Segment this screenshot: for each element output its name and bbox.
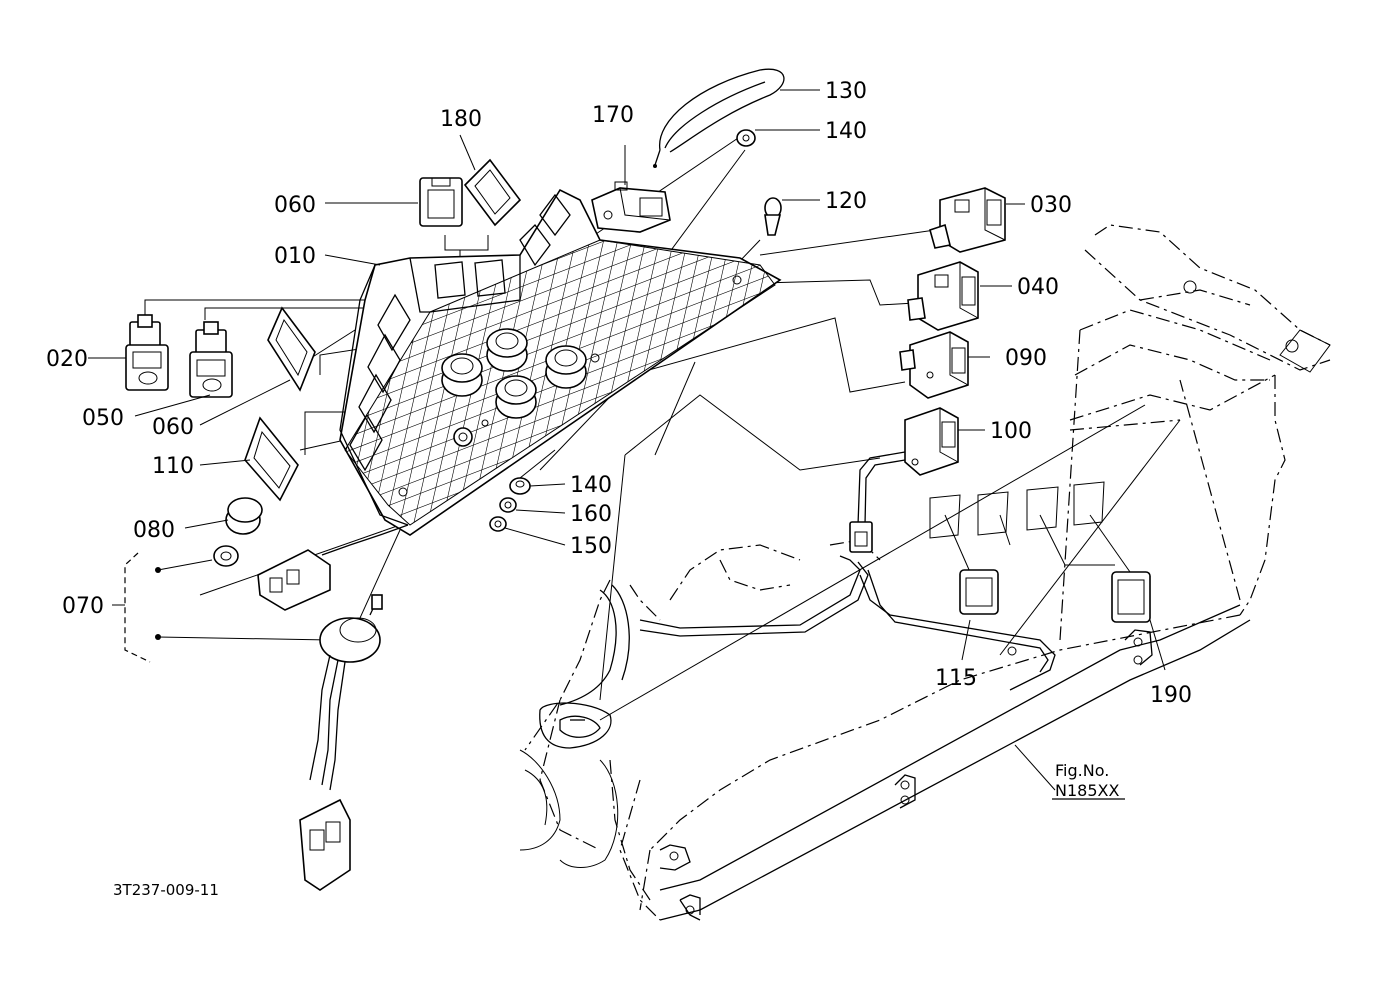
label-190: 190 (1150, 683, 1192, 708)
grommet-140-top (736, 129, 756, 147)
wire-130 (653, 68, 785, 168)
part-labels: 130 140 170 180 060 120 030 010 040 020 … (46, 79, 1192, 899)
label-010: 010 (274, 244, 316, 269)
label-080: 080 (133, 518, 175, 543)
label-170: 170 (592, 103, 634, 128)
label-020: 020 (46, 347, 88, 372)
label-060-top: 060 (274, 193, 316, 218)
knob (441, 353, 483, 397)
label-040: 040 (1017, 275, 1059, 300)
nut-070 (213, 545, 239, 567)
washer-160 (499, 497, 517, 513)
label-140-top: 140 (825, 119, 867, 144)
switch-050 (189, 321, 233, 398)
blank-slots (929, 481, 1105, 539)
label-030: 030 (1030, 193, 1072, 218)
label-leaders (88, 89, 1166, 800)
floor-detail (519, 584, 630, 868)
knob-080 (225, 497, 263, 535)
label-100: 100 (990, 419, 1032, 444)
instrument-panel (339, 188, 782, 536)
bezel-060 (267, 306, 316, 392)
washer-140-lower (509, 477, 531, 495)
fig-no-label: Fig.No. (1055, 761, 1109, 780)
label-140-lower: 140 (570, 473, 612, 498)
switch-190 (1111, 571, 1151, 623)
label-115: 115 (935, 666, 977, 691)
switch-040 (907, 261, 979, 331)
bezel-180 (463, 158, 522, 227)
label-150: 150 (570, 534, 612, 559)
switch-100 (849, 407, 959, 553)
connector (257, 524, 409, 611)
label-130: 130 (825, 79, 867, 104)
label-090: 090 (1005, 346, 1047, 371)
grid-line (345, 240, 775, 417)
label-120: 120 (825, 189, 867, 214)
floor-rails (639, 555, 1251, 921)
knob (486, 328, 528, 372)
label-050: 050 (82, 406, 124, 431)
rotary-switch (299, 594, 383, 891)
label-060-lower: 060 (152, 415, 194, 440)
grid-line (345, 249, 775, 431)
label-110: 110 (152, 454, 194, 479)
switch-030 (929, 187, 1006, 253)
switch-090 (899, 331, 969, 399)
grid-line (345, 240, 355, 525)
bezel-110 (244, 416, 299, 502)
switch-020 (125, 314, 169, 391)
switch-170 (591, 181, 671, 233)
nut-150 (489, 516, 507, 532)
label-070: 070 (62, 594, 104, 619)
switch-060-top (419, 177, 463, 227)
grid-line (345, 240, 775, 389)
grid-line (451, 240, 523, 525)
switch-115 (959, 569, 999, 615)
knob (495, 375, 537, 419)
fig-no-value: N185XX (1055, 781, 1119, 800)
label-180: 180 (440, 107, 482, 132)
screw-120 (764, 197, 782, 236)
knob (545, 345, 587, 389)
drawing-code: 3T237-009-11 (113, 881, 219, 899)
label-160: 160 (570, 502, 612, 527)
